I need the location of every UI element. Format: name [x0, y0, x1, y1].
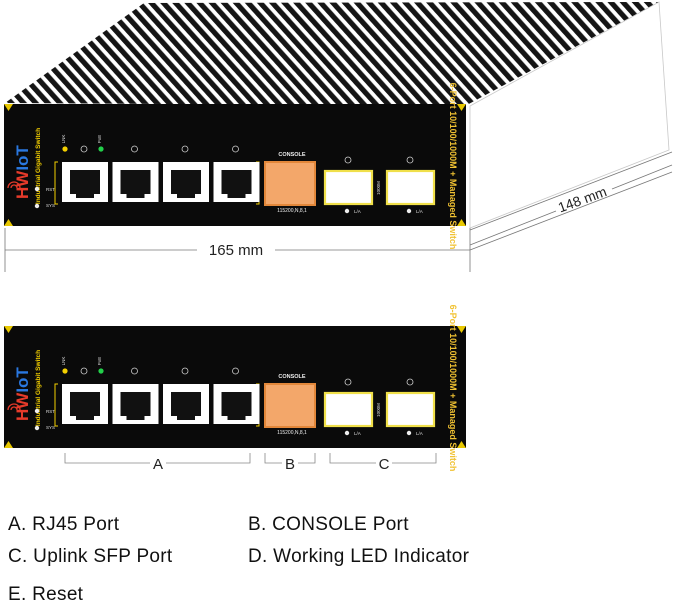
port-number-icon [80, 145, 88, 153]
sfp-led-label: L/A [416, 431, 423, 436]
reset-button [34, 408, 40, 414]
sfp-led-label: L/A [416, 209, 423, 214]
wifi-icon [7, 181, 21, 189]
sfp-port [385, 391, 436, 428]
corner-marker [457, 326, 466, 333]
side-title: Industrial Gigabit Switch [35, 128, 42, 204]
corner-marker [457, 441, 466, 448]
sfp-led [344, 208, 350, 214]
poe-label: PoE [97, 135, 102, 144]
port-number-icon [344, 156, 352, 164]
port-number-icon [131, 367, 138, 375]
wifi-icon [7, 403, 21, 411]
width-label: 165 mm [209, 242, 263, 259]
side-title: Industrial Gigabit Switch [35, 350, 42, 426]
legend-console-port: B. CONSOLE Port [248, 514, 409, 535]
legend-rj45-port: A. RJ45 Port [8, 514, 120, 535]
port-number-icon [80, 367, 88, 375]
brand-text: HWIoT [13, 145, 32, 199]
sys-label: SYS [46, 425, 55, 430]
rj45-jack [171, 392, 201, 420]
console-label: CONSOLE [278, 152, 306, 158]
link-led [62, 146, 68, 152]
side-model: 6-Port 10/100/1000M + Managed Switch [448, 305, 458, 472]
rj45-jack [171, 170, 201, 198]
link-label: LNK [61, 135, 66, 144]
corner-marker [4, 104, 13, 111]
sfp-speed-label: 1000M [376, 403, 381, 417]
console-label: CONSOLE [278, 374, 306, 380]
sfp-port [385, 169, 436, 206]
link-led [62, 368, 68, 374]
rj45-jack [221, 392, 252, 420]
rj45-jack [120, 392, 151, 420]
port-number-icon [232, 367, 239, 375]
console-port [264, 383, 316, 428]
legend-led-indicator: D. Working LED Indicator [248, 546, 470, 567]
sys-led [34, 203, 40, 209]
brand-text: HWIoT [13, 367, 32, 421]
corner-marker [4, 441, 13, 448]
rj45-jack [70, 170, 100, 198]
link-label: LNK [61, 357, 66, 366]
brand-logo: HWIoT [13, 367, 32, 421]
rj45-jack [70, 392, 100, 420]
corner-marker [4, 326, 13, 333]
poe-label: PoE [97, 357, 102, 366]
sfp-led [406, 208, 412, 214]
port-number-icon [406, 378, 414, 386]
port-number-icon [131, 145, 138, 153]
sys-label: SYS [46, 203, 55, 208]
sfp-led-label: L/A [354, 209, 361, 214]
width-dimension: 165 mm [4, 228, 471, 272]
sys-led [34, 425, 40, 431]
sfp-led-label: L/A [354, 431, 361, 436]
port-number-icon [344, 378, 352, 386]
callout-b: B [285, 456, 295, 473]
port-number-icon [181, 145, 189, 153]
console-baud: 115200,N,8,1 [277, 208, 307, 214]
rst-label: RST [46, 187, 55, 192]
corner-marker [4, 219, 13, 226]
sfp-led [344, 430, 350, 436]
rst-label: RST [46, 409, 55, 414]
sfp-port [323, 169, 374, 206]
port-number-icon [232, 145, 239, 153]
console-baud: 115200,N,8,1 [277, 430, 307, 436]
poe-led [98, 368, 104, 374]
port-number-icon [406, 156, 414, 164]
sfp-port [323, 391, 374, 428]
callout-c: C [379, 456, 390, 473]
callout-a: A [153, 456, 163, 473]
sfp-speed-label: 1000M [376, 181, 381, 195]
corner-marker [457, 219, 466, 226]
reset-button [34, 186, 40, 192]
poe-led [98, 146, 104, 152]
sfp-led [406, 430, 412, 436]
heatsink-top [5, 2, 659, 106]
rj45-jack [221, 170, 252, 198]
rj45-jack [120, 170, 151, 198]
brand-logo: HWIoT [13, 145, 32, 199]
legend-uplink-sfp-port: C. Uplink SFP Port [8, 546, 173, 567]
callouts [64, 453, 437, 464]
port-number-icon [181, 367, 189, 375]
corner-marker [457, 104, 466, 111]
console-port [264, 161, 316, 206]
side-model: 6-Port 10/100/1000M + Managed Switch [448, 83, 458, 250]
legend-reset: E. Reset [8, 584, 84, 605]
side-face [469, 1, 670, 229]
